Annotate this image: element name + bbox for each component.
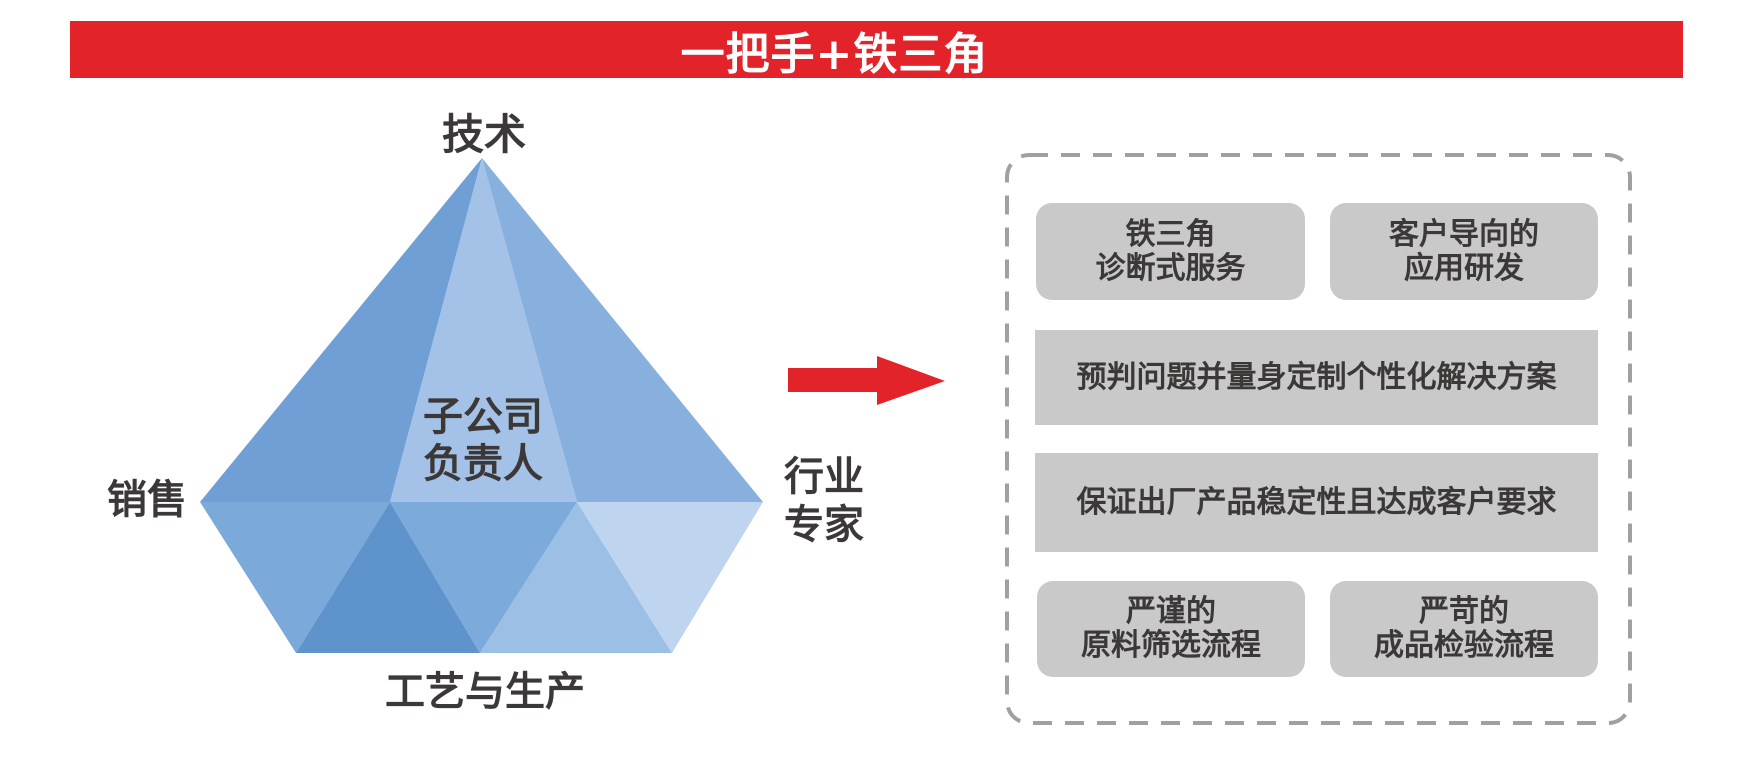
panel-box-inspection: 严苛的 成品检验流程: [1330, 581, 1598, 677]
diamond-facet-pavilion-2: [296, 502, 480, 653]
slide-title: 一把手+铁三角: [680, 28, 989, 80]
panel-box-material-line1: 严谨的: [1126, 594, 1216, 629]
diamond-facet-pavilion-1: [200, 502, 390, 653]
diamond-label-top: 技术: [441, 110, 527, 159]
panel-box-material-line2: 原料筛选流程: [1081, 628, 1261, 663]
diamond-facet-crown-left: [200, 158, 482, 502]
panel-box-rnd-line2: 应用研发: [1404, 250, 1524, 286]
arrow-icon: [788, 356, 945, 405]
diamond-facet-pavilion-4: [480, 502, 672, 653]
panel-box-quality: 保证出厂产品稳定性且达成客户要求: [1035, 453, 1598, 552]
diamond-label-right-line2: 专家: [784, 502, 864, 548]
title-banner: 一把手+铁三角: [70, 21, 1683, 80]
diamond-label-left: 销售: [107, 477, 187, 523]
panel-box-service-line1: 铁三角: [1125, 216, 1216, 252]
panel-box-inspection-line2: 成品检验流程: [1374, 628, 1554, 663]
diamond-label-center: 子公司 负责人: [423, 394, 543, 488]
diamond-facet-crown-right: [482, 158, 763, 502]
diamond-facet-crown-center: [390, 158, 577, 502]
panel-box-rnd-line1: 客户导向的: [1389, 216, 1539, 252]
diamond-label-bottom: 工艺与生产: [385, 669, 585, 715]
diamond-label-center-line2: 负责人: [423, 441, 543, 487]
diamond-facet-pavilion-5: [577, 502, 763, 653]
panel-box-service-line2: 诊断式服务: [1095, 250, 1246, 286]
panel-box-quality-line: 保证出厂产品稳定性且达成客户要求: [1076, 484, 1557, 520]
panel-box-inspection-line1: 严苛的: [1419, 594, 1509, 629]
panel-box-service: 铁三角 诊断式服务: [1036, 203, 1305, 300]
panel-dashed-border: [1005, 153, 1632, 725]
diamond-label-center-line1: 子公司: [423, 394, 543, 440]
panel-box-material: 严谨的 原料筛选流程: [1037, 581, 1305, 677]
diamond-facet-pavilion-3: [390, 502, 577, 653]
panel-box-solution-line: 预判问题并量身定制个性化解决方案: [1076, 359, 1557, 395]
panel-box-rnd: 客户导向的 应用研发: [1330, 203, 1598, 300]
diamond-label-right-line1: 行业: [784, 454, 864, 500]
panel-box-solution: 预判问题并量身定制个性化解决方案: [1035, 330, 1598, 425]
diamond-label-right: 行业 专家: [784, 453, 864, 549]
